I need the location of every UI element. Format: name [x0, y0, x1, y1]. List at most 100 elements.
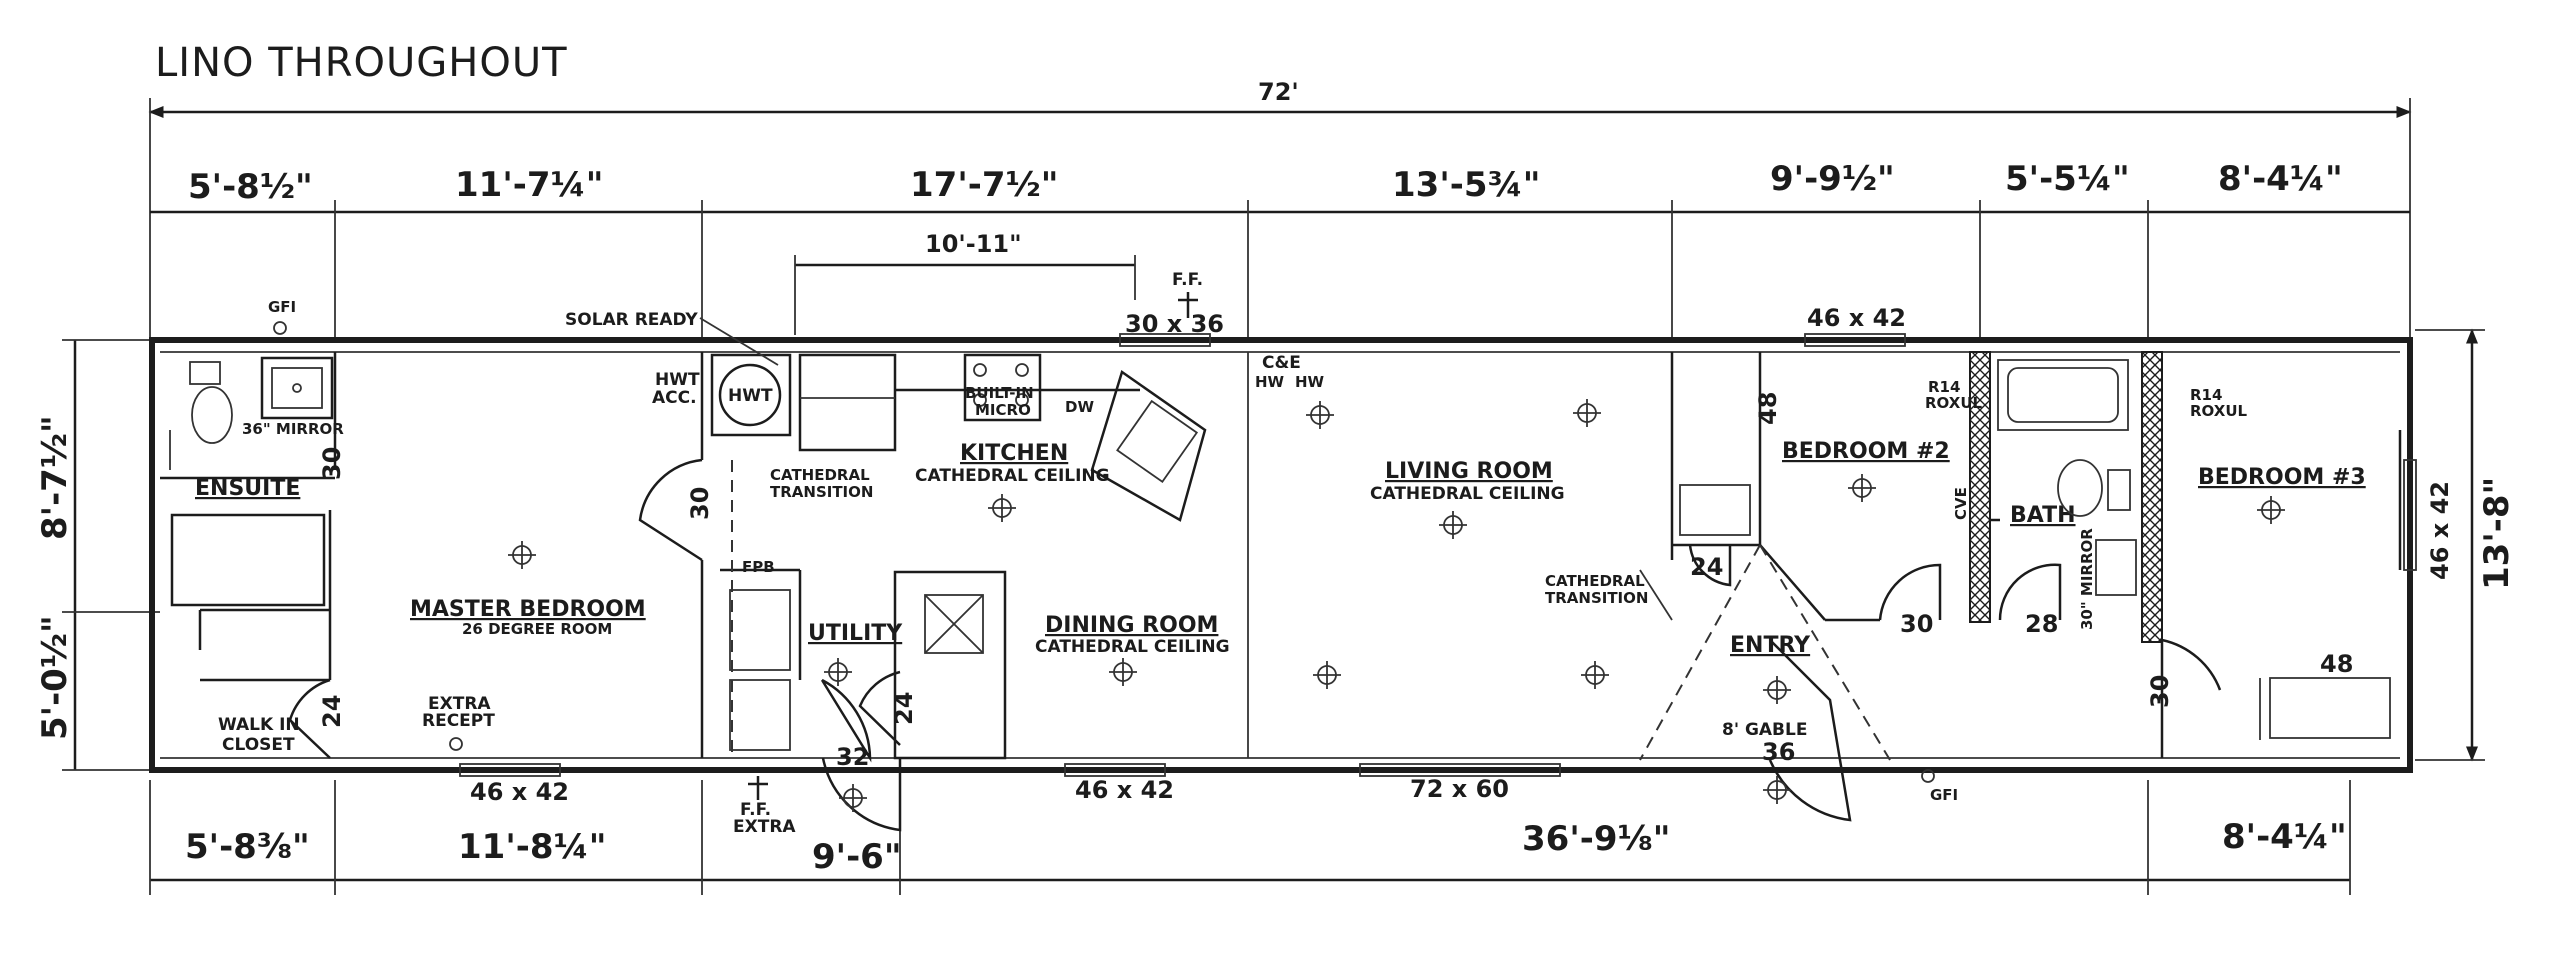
- left-dimensions: 8'-7½" 5'-0½": [35, 339, 160, 771]
- room-entry: ENTRY: [1730, 633, 1811, 658]
- top-dim-2: 11'-7¼": [455, 165, 603, 205]
- room-master-bedroom: MASTER BEDROOM: [410, 597, 646, 622]
- door-size: 48: [2320, 650, 2353, 678]
- hwt-acc-line1: HWT: [655, 370, 700, 390]
- window-size-2: 46 x 42: [1807, 304, 1906, 332]
- room-bedroom-3: BEDROOM #3: [2198, 465, 2366, 490]
- ff-label-bottom: F.F.: [740, 800, 771, 820]
- ff-label-top: F.F.: [1172, 270, 1203, 290]
- room-labels: ENSUITE MASTER BEDROOM 26 DEGREE ROOM WA…: [195, 439, 2366, 755]
- overall-length-label: 72': [1258, 78, 1299, 106]
- left-dim-lower: 5'-0½": [35, 615, 75, 740]
- top-dim-7: 8'-4¼": [2218, 159, 2343, 199]
- dining-sub: CATHEDRAL CEILING: [1035, 637, 1230, 657]
- living-sub: CATHEDRAL CEILING: [1370, 484, 1565, 504]
- solar-ready-label: SOLAR READY: [565, 310, 698, 330]
- door-size: 30: [686, 487, 714, 520]
- exterior-walls: [149, 337, 2413, 773]
- room-bath: BATH: [2010, 503, 2076, 528]
- light-fixture-icon: [1763, 676, 1791, 704]
- light-fixture-icon: [839, 784, 867, 812]
- kitchen-dimension: 10'-11": [794, 230, 1136, 335]
- window-size-3: 46 x 42: [470, 778, 569, 806]
- gable-label: 8' GABLE: [1722, 720, 1807, 740]
- right-dimension: 13'-8": [2415, 328, 2517, 762]
- window-size-4: 46 x 42: [1075, 776, 1174, 804]
- room-bedroom-2: BEDROOM #2: [1782, 439, 1950, 464]
- door-swings: [288, 458, 2222, 832]
- master-sub: 26 DEGREE ROOM: [462, 620, 612, 638]
- builtin-line2: MICRO: [975, 401, 1031, 419]
- cve-label: CVE: [1952, 487, 1970, 520]
- windows: 30 x 36 46 x 42 46 x 42 46 x 42 72 x 60 …: [459, 304, 2454, 806]
- ensuite-fixtures: 36" MIRROR: [169, 356, 344, 607]
- cae-label: C&E: [1262, 353, 1301, 373]
- room-dining: DINING ROOM: [1045, 613, 1218, 638]
- closet-label: CLOSET: [222, 735, 295, 755]
- door-size: 24: [890, 692, 918, 725]
- dw-label: DW: [1065, 398, 1094, 416]
- extra-label: EXTRA: [733, 817, 796, 837]
- fpb-label: FPB: [742, 558, 775, 576]
- hwt-label: HWT: [728, 386, 773, 406]
- hw-label-2: HW: [1295, 373, 1325, 391]
- roxul-label-2: ROXUL: [2190, 402, 2248, 420]
- gfi-label-2: GFI: [1930, 786, 1958, 804]
- ensuite-mirror-label: 36" MIRROR: [242, 420, 344, 438]
- door-sizes: 30 24 30 32 24 24 48 30 28 30 48 36 30: [318, 392, 2353, 771]
- bottom-dim-3: 9'-6": [812, 837, 902, 877]
- top-dim-6: 5'-5¼": [2005, 159, 2130, 199]
- door-size: 24: [1690, 553, 1723, 581]
- gable-lines: [731, 460, 1891, 761]
- light-fixture-icon: [1763, 776, 1791, 804]
- light-fixture-icon: [1848, 474, 1876, 502]
- overall-width-label: 13'-8": [2477, 477, 2517, 590]
- light-fixture-icon: [1109, 658, 1137, 686]
- room-ensuite: ENSUITE: [195, 476, 300, 501]
- kitchen-fixtures: HWT: [710, 353, 1207, 522]
- plan-title: LINO THROUGHOUT: [155, 40, 568, 86]
- door-size: 24: [318, 695, 346, 728]
- room-kitchen: KITCHEN: [960, 441, 1068, 466]
- light-fixture-icon: [988, 494, 1016, 522]
- light-fixture-icon: [508, 541, 536, 569]
- top-dimensions: 5'-8½" 11'-7¼" 17'-7½" 13'-5¾" 9'-9½" 5'…: [150, 159, 2410, 340]
- door-size: 48: [1754, 392, 1782, 425]
- light-fixture-icon: [1313, 661, 1341, 689]
- builtin-line1: BUILT-IN: [965, 384, 1034, 402]
- bottom-dimensions: 5'-8⅜" 11'-8¼" 9'-6" 36'-9⅛" 8'-4¼": [149, 780, 2351, 895]
- annotations: GFI SOLAR READY HWT ACC. F.F. F.F. EXTRA…: [268, 270, 2248, 837]
- light-fixtures: [508, 399, 2285, 812]
- gfi-label: GFI: [268, 298, 296, 316]
- hwt-acc-line2: ACC.: [652, 388, 697, 408]
- door-size: 36: [1762, 738, 1795, 766]
- door-size: 32: [836, 743, 869, 771]
- r14-label-1: R14: [1928, 378, 1960, 396]
- room-utility: UTILITY: [808, 621, 903, 646]
- light-fixture-icon: [1581, 661, 1609, 689]
- top-dim-4: 13'-5¾": [1392, 165, 1540, 205]
- light-fixture-icon: [1306, 401, 1334, 429]
- bottom-dim-4: 36'-9⅛": [1522, 819, 1670, 859]
- interior-walls: FPB: [160, 351, 2402, 760]
- extra-recept-line1: EXTRA: [428, 694, 491, 714]
- bottom-dim-1: 5'-8⅜": [185, 827, 310, 867]
- door-size: 30: [318, 447, 346, 480]
- left-dim-upper: 8'-7½": [35, 415, 75, 540]
- r14-label-2: R14: [2190, 386, 2222, 404]
- light-fixture-icon: [1439, 511, 1467, 539]
- cath-trans-line1: CATHEDRAL: [770, 466, 870, 484]
- bottom-dim-5: 8'-4¼": [2222, 817, 2347, 857]
- light-fixture-icon: [824, 658, 852, 686]
- cath-trans2-line2: TRANSITION: [1545, 589, 1648, 607]
- cath-trans-line2: TRANSITION: [770, 483, 873, 501]
- light-fixture-icon: [1573, 399, 1601, 427]
- roxul-label-1: ROXUL: [1925, 394, 1983, 412]
- top-dim-3: 17'-7½": [910, 165, 1058, 205]
- overall-length-dimension: 72': [148, 78, 2412, 340]
- extra-recept-line2: RECEPT: [422, 711, 495, 731]
- light-fixture-icon: [2257, 496, 2285, 524]
- bottom-dim-2: 11'-8¼": [458, 827, 606, 867]
- door-size: 30: [1900, 610, 1933, 638]
